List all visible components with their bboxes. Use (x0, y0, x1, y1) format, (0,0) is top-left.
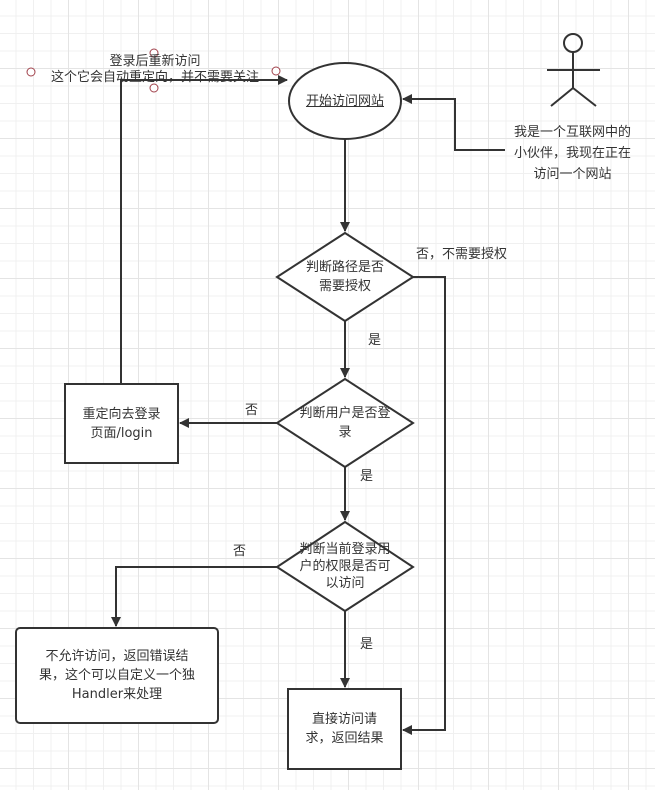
decision-login-node[interactable]: 判断用户是否登 录 (285, 401, 405, 445)
decision-permission-node[interactable]: 判断当前登录用 户的权限是否可 以访问 (285, 536, 405, 596)
redirect-login-line: 重定向去登录 (82, 406, 161, 422)
annotation-line: 登录后重新访问 (109, 54, 201, 69)
direct-access-line: 求，返回结果 (305, 731, 384, 746)
start-node-label: 开始访问网站 (305, 93, 384, 109)
actor-label: 我是一个互联网中的 小伙伴，我现在正在 访问一个网站 (500, 122, 645, 185)
decision-permission-line: 户的权限是否可 (299, 558, 391, 574)
edge-label-login-no: 否 (245, 403, 259, 418)
annotation-label[interactable]: 登录后重新访问 这个它会自动重定向，并不需要关注 (20, 52, 290, 87)
redirect-login-node[interactable]: 重定向去登录 页面/login (65, 384, 178, 463)
decision-path-node[interactable]: 判断路径是否 需要授权 (290, 255, 400, 299)
edge-actor-to-start[interactable] (402, 94, 505, 151)
edge-label-permission-no: 否 (233, 544, 247, 559)
deny-line: 不允许访问，返回错误结 (45, 649, 189, 664)
redirect-login-shape[interactable] (64, 383, 179, 464)
edge-label-no-auth: 否，不需要授权 (416, 247, 508, 262)
actor-label-line: 访问一个网站 (533, 167, 612, 182)
direct-access-shape[interactable] (287, 688, 402, 770)
deny-node[interactable]: 不允许访问，返回错误结 果，这个可以自定义一个独 Handler来处理 (16, 628, 218, 723)
redirect-login-line: 页面/login (90, 425, 153, 441)
deny-line: 果，这个可以自定义一个独 (38, 668, 195, 683)
actor-label-line: 小伙伴，我现在正在 (513, 146, 631, 161)
deny-shape[interactable] (15, 627, 219, 724)
selection-handles[interactable] (26, 48, 281, 93)
decision-path-line: 需要授权 (318, 279, 371, 294)
deny-line: Handler来处理 (71, 687, 163, 702)
actor-icon[interactable] (547, 33, 600, 107)
edge-permission-no[interactable] (111, 566, 277, 627)
decision-path-line: 判断路径是否 (305, 260, 384, 275)
edge-path-no[interactable] (402, 276, 446, 735)
actor-label-line: 我是一个互联网中的 (513, 125, 631, 140)
decision-permission-line: 判断当前登录用 (299, 541, 391, 557)
edge-label-login-yes: 是 (360, 469, 374, 484)
direct-access-line: 直接访问请 (311, 712, 377, 727)
direct-access-node[interactable]: 直接访问请 求，返回结果 (288, 689, 401, 769)
decision-login-line: 判断用户是否登 (299, 406, 391, 421)
decision-permission-line: 以访问 (325, 575, 365, 591)
edge-label-path-yes: 是 (368, 333, 382, 348)
edge-label-permission-yes: 是 (360, 637, 374, 652)
annotation-line: 这个它会自动重定向，并不需要关注 (50, 70, 259, 85)
start-node[interactable]: 开始访问网站 (289, 63, 401, 139)
decision-login-line: 录 (338, 425, 352, 440)
edge-redirect-back[interactable] (120, 75, 288, 384)
